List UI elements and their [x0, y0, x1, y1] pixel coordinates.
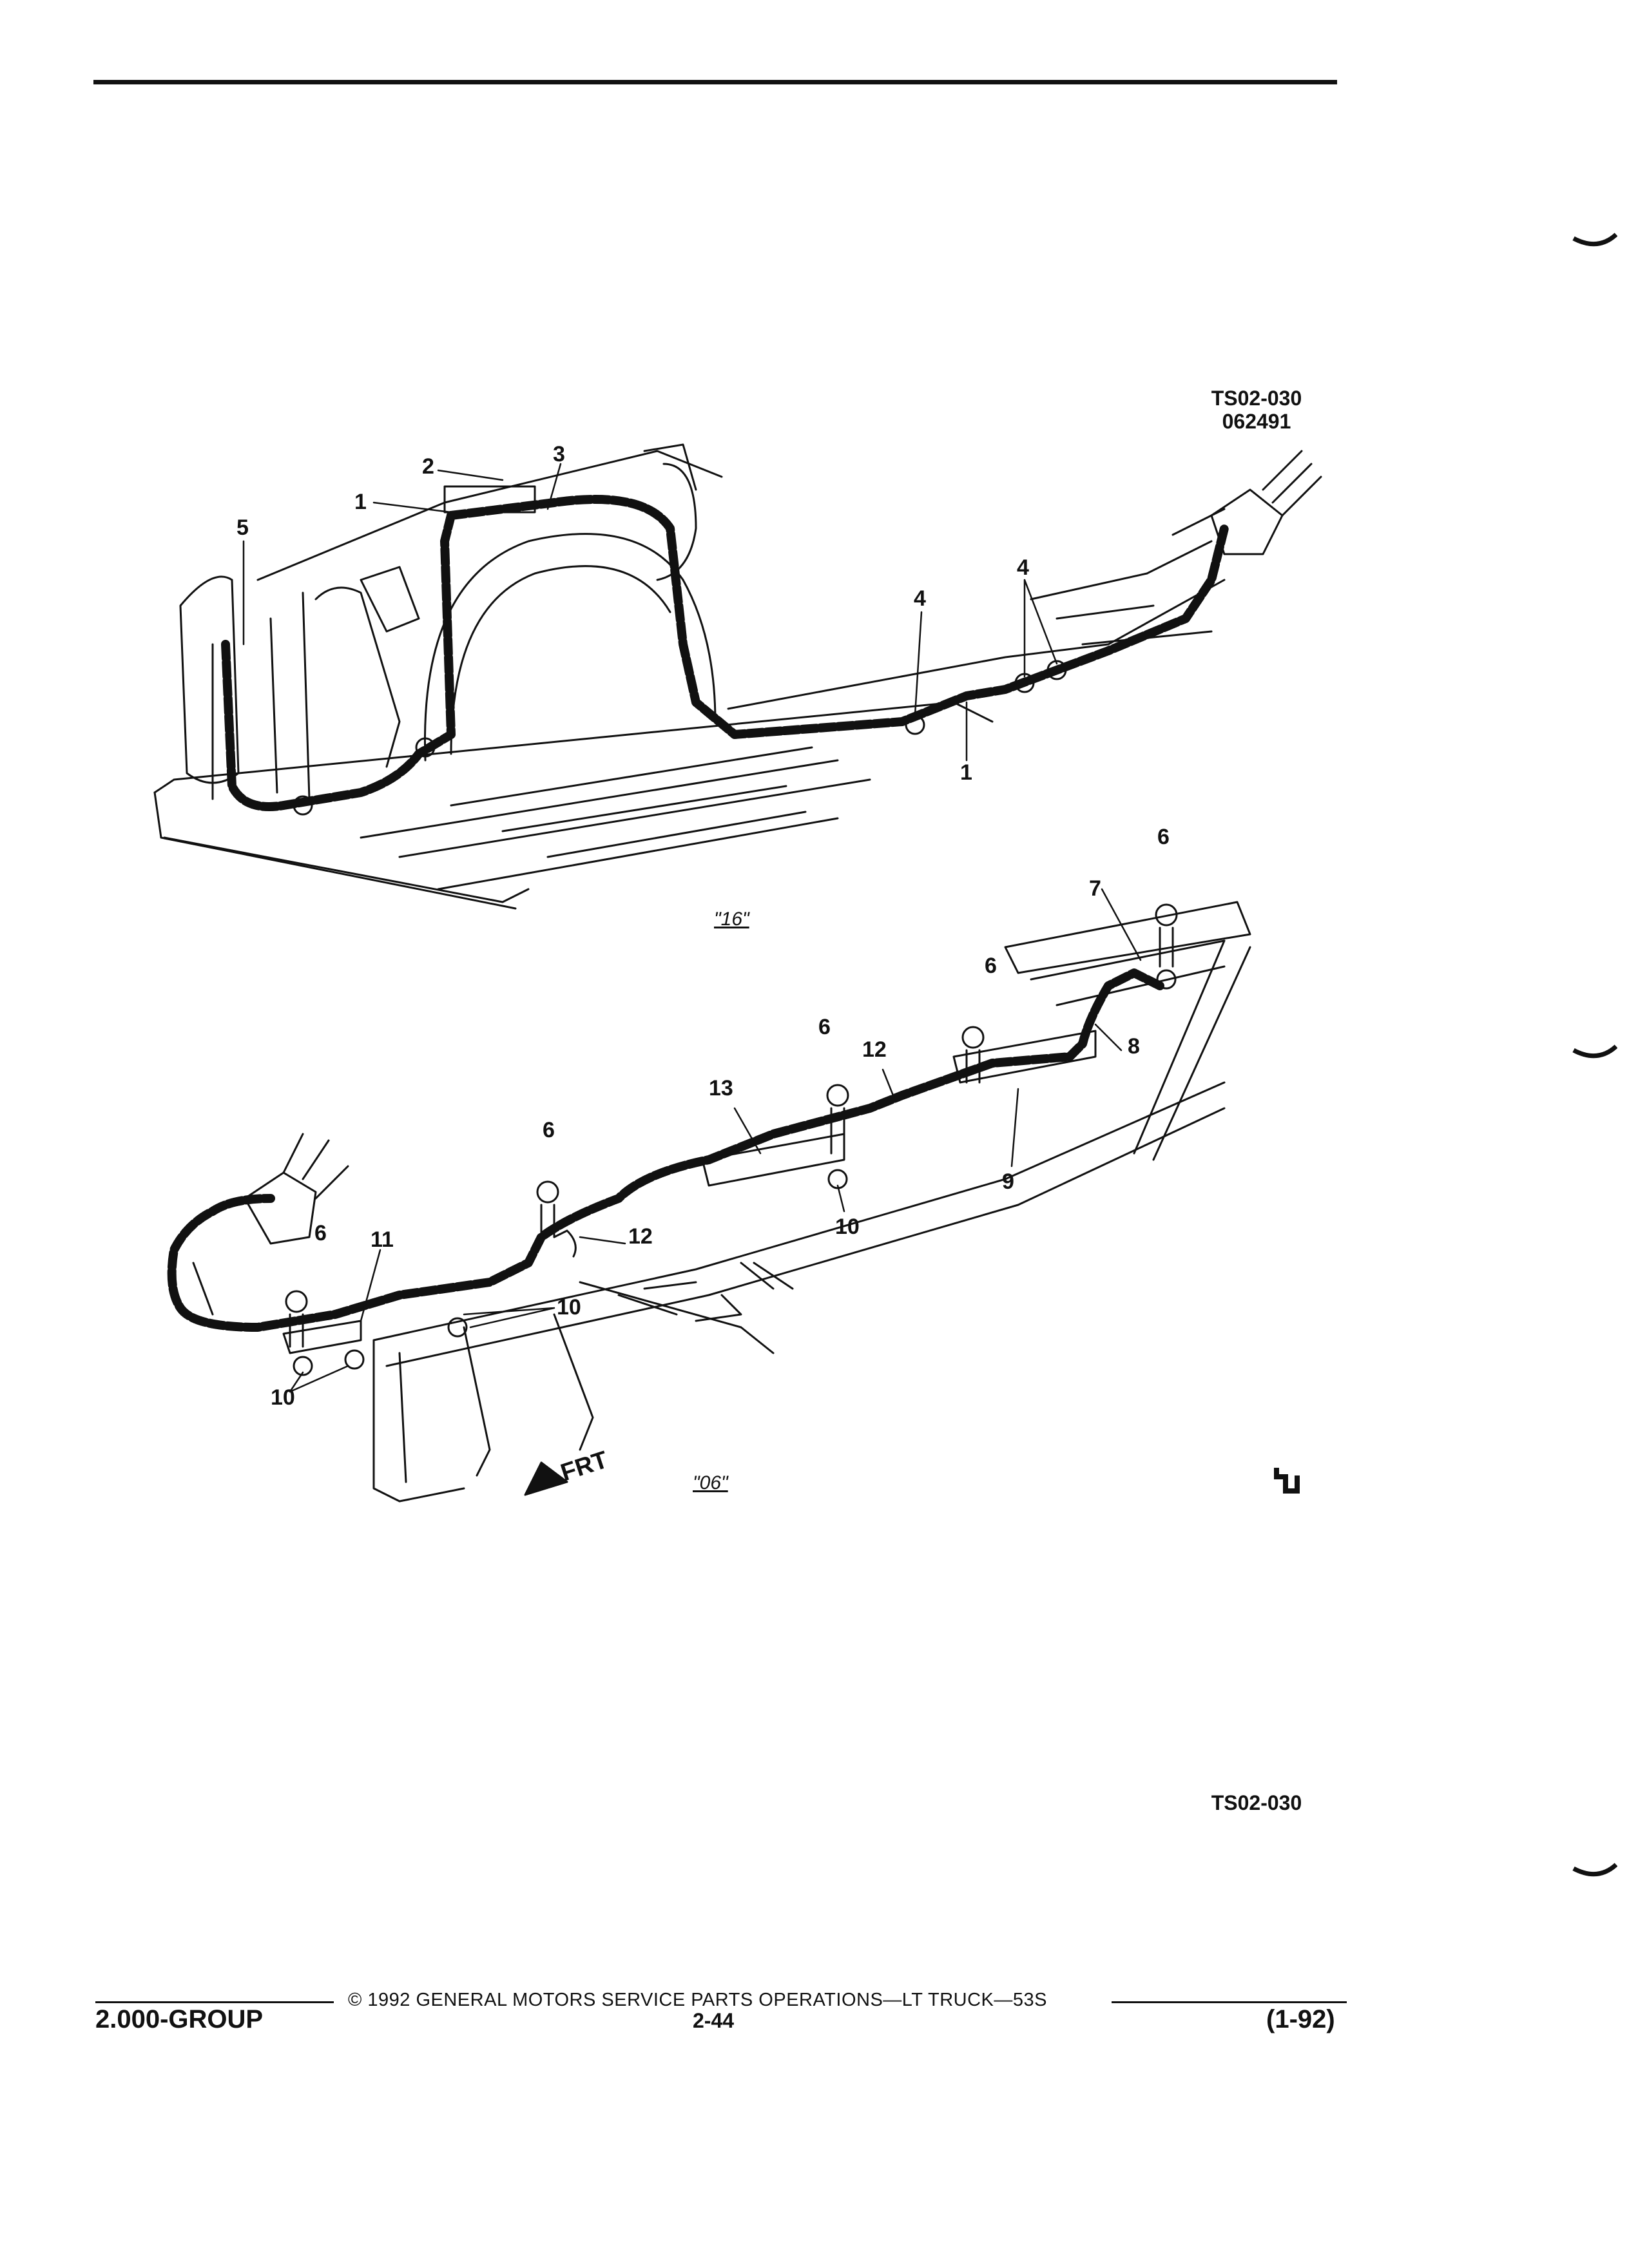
callout: 12 — [862, 1037, 887, 1062]
callout: 12 — [628, 1224, 653, 1249]
callout: 6 — [543, 1118, 555, 1142]
callout: 10 — [271, 1385, 295, 1410]
footer-rule-left — [95, 2001, 334, 2003]
callout: 9 — [1002, 1169, 1014, 1194]
view-06-drawing — [167, 888, 1251, 1503]
ref-code: TS02-030 — [1211, 387, 1302, 410]
ref-date: 062491 — [1222, 410, 1291, 433]
revision-date: (1-92) — [1266, 2005, 1335, 2033]
callout: 6 — [1157, 825, 1170, 849]
callout: 10 — [835, 1215, 860, 1239]
footer-copyright: © 1992 GENERAL MOTORS SERVICE PARTS OPER… — [348, 1990, 1047, 2010]
binder-mark — [1572, 1863, 1617, 1877]
view-label-16: "16" — [714, 908, 749, 930]
ref-code-bottom: TS02-030 — [1211, 1791, 1302, 1814]
view-16-drawing — [153, 443, 1322, 910]
callout: 6 — [314, 1221, 327, 1245]
callout: 3 — [553, 442, 565, 466]
footer-rule-right — [1112, 2001, 1347, 2003]
footer-group: 2.000-GROUP — [95, 2005, 264, 2033]
callout: 4 — [914, 586, 926, 611]
callout: 1 — [960, 760, 972, 785]
callout: 10 — [557, 1295, 581, 1320]
binder-mark — [1572, 233, 1617, 247]
callout: 11 — [371, 1227, 394, 1252]
callout: 13 — [709, 1076, 733, 1100]
callout: 5 — [236, 515, 249, 540]
view-label-06: "06" — [693, 1472, 728, 1494]
hook-icon — [1274, 1468, 1300, 1494]
callout: 6 — [985, 954, 997, 978]
top-rule — [93, 80, 1337, 84]
callout: 7 — [1089, 876, 1101, 901]
callout: 1 — [354, 490, 367, 514]
binder-mark — [1572, 1044, 1617, 1059]
callout: 4 — [1017, 555, 1029, 580]
page-number: 2-44 — [693, 2009, 735, 2032]
ref-code-top: TS02-030 062491 — [1192, 387, 1321, 433]
callout: 2 — [422, 454, 434, 479]
callout: 6 — [818, 1015, 831, 1039]
callout: 8 — [1128, 1034, 1140, 1059]
